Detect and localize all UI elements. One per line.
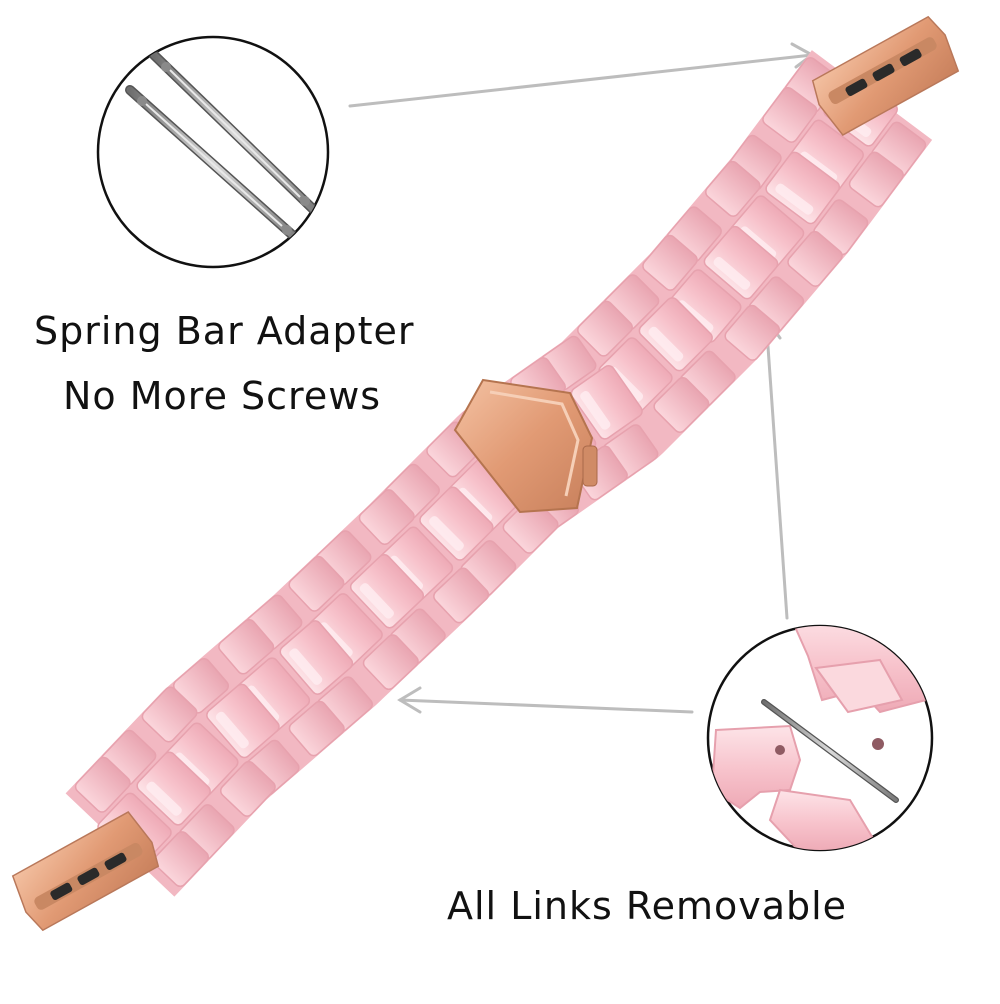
- links-removable-caption: All Links Removable: [447, 884, 848, 928]
- lug-slot: [104, 852, 127, 870]
- no-screws-caption: No More Screws: [63, 374, 382, 418]
- arrow-up-to-band: [752, 315, 789, 620]
- lug-slot: [845, 78, 868, 97]
- link-removal-inset: [706, 624, 934, 852]
- arrow-to-top-lug: [348, 42, 815, 108]
- band-link: [384, 463, 517, 596]
- band-link: [315, 530, 446, 665]
- bottom-lug-adapter: [11, 811, 160, 932]
- band-link: [246, 594, 373, 732]
- band-link: [577, 300, 710, 433]
- spring-bar-pin-icon: [149, 50, 321, 217]
- spring-bar-caption: Spring Bar Adapter: [34, 309, 415, 353]
- band-link: [642, 234, 781, 361]
- band-link: [218, 618, 345, 757]
- spring-bar-pin-icon: [125, 85, 303, 245]
- arrow-to-links: [397, 686, 694, 714]
- lug-slot: [77, 867, 100, 886]
- lug-slot: [50, 882, 73, 901]
- butterfly-clasp-icon: [453, 378, 598, 514]
- band-link: [762, 86, 904, 208]
- spring-bar-inset: [96, 35, 330, 269]
- band-link: [358, 489, 490, 624]
- band-link: [705, 160, 843, 287]
- lug-slot: [899, 48, 922, 66]
- removable-link-pin-icon: [761, 699, 899, 803]
- lug-slot: [872, 63, 895, 82]
- top-lug-adapter: [811, 15, 960, 136]
- band-link: [141, 686, 276, 817]
